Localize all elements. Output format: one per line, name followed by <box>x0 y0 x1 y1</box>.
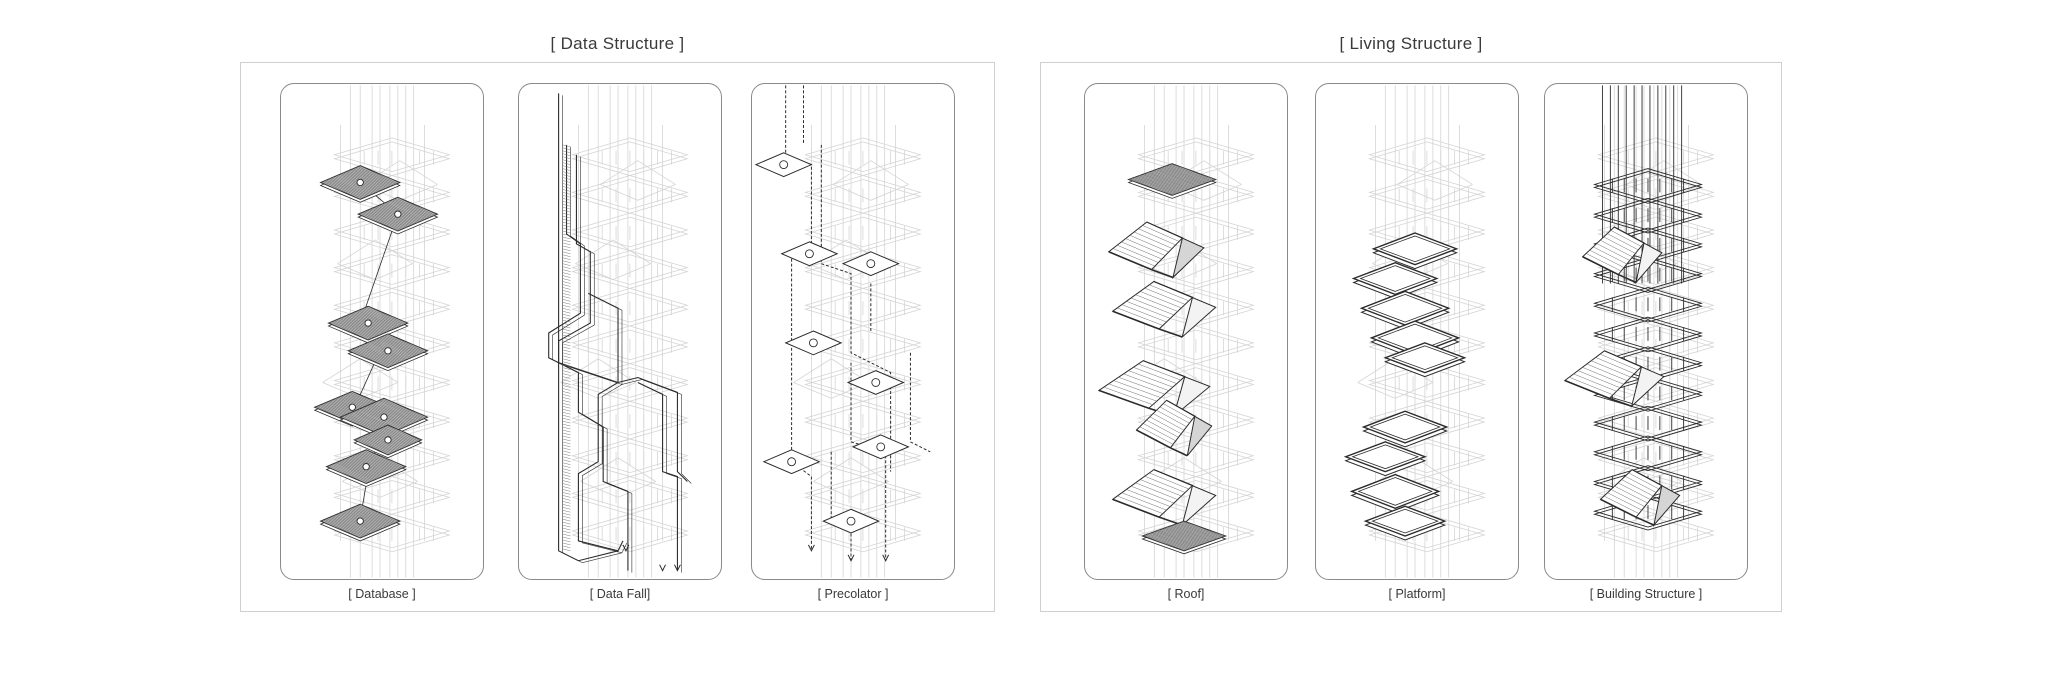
group-frame-living-structure <box>1040 62 1782 612</box>
diagram-data-fall <box>548 85 692 578</box>
diagram-precolator <box>754 85 931 578</box>
panel-platform <box>1315 83 1519 580</box>
panel-building-structure <box>1544 83 1748 580</box>
panel-roof <box>1084 83 1288 580</box>
panel-label-database: [ Database ] <box>348 587 416 601</box>
group-frame-data-structure <box>240 62 995 612</box>
diagram-database <box>313 85 451 578</box>
panel-label-data-fall: [ Data Fall] <box>589 587 651 601</box>
panel-label-platform: [ Platform] <box>1388 587 1446 601</box>
panel-precolator <box>751 83 955 580</box>
diagram-roof <box>1097 85 1255 578</box>
group-title-living-structure: [ Living Structure ] <box>1339 34 1483 53</box>
panel-data-fall <box>518 83 722 580</box>
group-title-data-structure: [ Data Structure ] <box>550 34 685 53</box>
panel-label-precolator: [ Precolator ] <box>817 587 889 601</box>
panel-label-building-structure: [ Building Structure ] <box>1589 587 1703 601</box>
diagram-platform <box>1343 85 1486 578</box>
diagram-building-structure <box>1563 85 1715 578</box>
panel-label-roof: [ Roof] <box>1167 587 1205 601</box>
panel-database <box>280 83 484 580</box>
